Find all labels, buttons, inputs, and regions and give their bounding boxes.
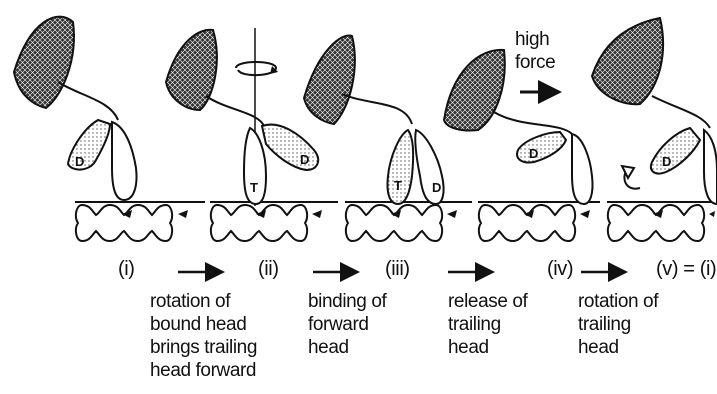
- trailing-head-icon: [651, 128, 700, 174]
- stage-iii-motor: [304, 35, 444, 204]
- transition-text-3: release of trailing head: [448, 290, 527, 359]
- stage-label-i: (i): [118, 258, 135, 281]
- stalk-icon: [58, 82, 118, 120]
- stage-ii-motor: [166, 28, 318, 206]
- tubulin-subunits: [76, 205, 704, 241]
- stage-v-motor: [592, 18, 717, 204]
- cargo-icon: [14, 17, 74, 108]
- nucleotide-label-s1-left: D: [75, 154, 84, 169]
- nucleotide-label-s4-left: D: [529, 146, 538, 161]
- stalk-icon: [342, 94, 412, 124]
- released-head-icon: [517, 132, 566, 163]
- nucleotide-label-s2-left: T: [250, 180, 258, 195]
- force-label: high force: [515, 28, 555, 74]
- leading-head-icon: [112, 122, 137, 200]
- bound-head-icon: [572, 134, 593, 204]
- cargo-icon: [592, 18, 663, 104]
- nucleotide-label-s3-right: D: [432, 180, 441, 195]
- transition-text-2: binding of forward head: [308, 290, 386, 359]
- stage-label-iv: (iv): [547, 258, 573, 281]
- stage-i-motor: [14, 17, 137, 200]
- stalk-icon: [494, 112, 572, 134]
- swinging-head-icon: [262, 125, 318, 170]
- nucleotide-label-s2-right: D: [300, 152, 309, 167]
- rotation-arrow-icon: [236, 62, 276, 75]
- cargo-icon: [304, 35, 355, 124]
- nucleotide-label-s3-left: T: [394, 178, 402, 193]
- transition-text-1: rotation of bound head brings trailing h…: [150, 290, 257, 382]
- transition-text-4: rotation of trailing head: [578, 290, 658, 359]
- stage-label-iii: (iii): [385, 258, 410, 281]
- nucleotide-label-s5-left: D: [662, 154, 671, 169]
- stage-label-ii: (ii): [258, 258, 279, 281]
- stalk-icon: [652, 96, 710, 128]
- leading-head-icon: [704, 130, 717, 204]
- stage-label-v: (v) = (i): [656, 258, 716, 281]
- cargo-icon: [444, 50, 505, 131]
